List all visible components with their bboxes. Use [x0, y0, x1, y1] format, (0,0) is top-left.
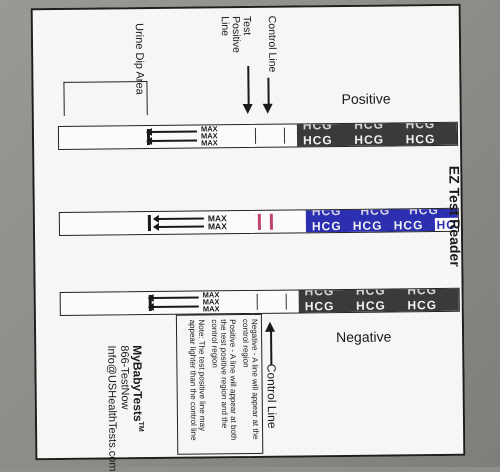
result-window [254, 127, 286, 144]
control-arrowhead-top [262, 103, 273, 114]
brand-block: MyBabyTestsTM 866-TestNow Info@USHealthT… [105, 345, 145, 472]
positive-label: Positive [341, 90, 391, 108]
test-positive-line-label: Test Positive Line [218, 15, 253, 53]
max-arrow [151, 139, 198, 143]
control-line-label-bottom: Control Line [264, 363, 280, 429]
test-reader-card: Urine Dip Area Test Positive Line Contro… [30, 3, 466, 472]
max-tick [147, 215, 151, 232]
control-line-mark [269, 213, 273, 230]
max-tick [146, 129, 151, 146]
note-text: Negative - A line will appear at the con… [187, 318, 261, 441]
ez-test-reader-title: EZ Test Reader [446, 165, 464, 267]
test-line-mark [257, 213, 261, 230]
test-positive-pointer [247, 65, 250, 106]
urine-dip-area-label: Urine Dip Area [132, 23, 146, 95]
control-pointer-top [267, 77, 270, 106]
instruction-note-box: Negative - A line will appear at the con… [175, 313, 264, 455]
max-arrow [157, 217, 204, 220]
control-pointer-bottom [270, 330, 272, 365]
max-arrow [157, 225, 204, 228]
test-positive-arrowhead [242, 103, 253, 115]
control-line-label-top: Control Line [265, 15, 279, 73]
negative-label: Negative [336, 328, 392, 346]
max-arrow [150, 130, 197, 134]
max-arrow [152, 305, 199, 309]
max-arrow [152, 296, 199, 300]
max-tick [148, 295, 152, 312]
result-window [256, 293, 287, 310]
